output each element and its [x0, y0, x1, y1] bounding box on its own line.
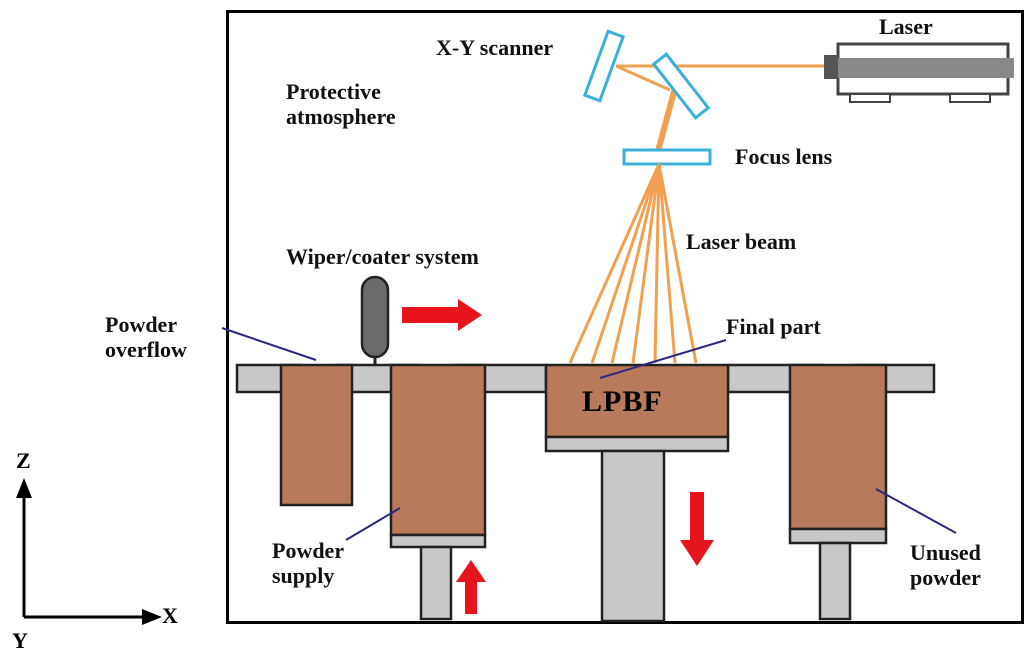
- unused-line1: Unused: [910, 540, 981, 565]
- powder-supply-chamber: [389, 363, 487, 621]
- pointer-lines: [221, 327, 957, 541]
- lpbf-part-text: LPBF: [582, 385, 663, 418]
- axis-triad: [16, 478, 162, 625]
- build-chamber: [226, 10, 1024, 624]
- laser-label: Laser: [879, 14, 933, 39]
- x-axis-label: X: [162, 603, 178, 628]
- protective-atmosphere-label: Protective atmosphere: [286, 79, 396, 130]
- overflow-line1: Powder: [105, 312, 178, 337]
- xy-scanner-label: X-Y scanner: [436, 35, 554, 60]
- arrow-right-icon: [402, 299, 482, 331]
- laser-beam-label: Laser beam: [686, 229, 797, 254]
- y-axis-label: Y: [12, 628, 28, 653]
- arrow-up-icon: [456, 560, 486, 614]
- unused-powder-label: Unused powder: [910, 540, 981, 591]
- build-platform: [544, 363, 730, 623]
- unused-line2: powder: [910, 565, 981, 591]
- protective-line1: Protective: [286, 79, 381, 104]
- arrow-down-icon: [680, 492, 714, 566]
- powder-overflow-label: Powder overflow: [105, 312, 187, 363]
- focus-lens-label: Focus lens: [735, 144, 833, 169]
- z-axis-label: Z: [16, 448, 31, 473]
- wiper-coater-icon: [360, 275, 390, 364]
- laser-path: [615, 64, 824, 156]
- unused-powder-chamber: [788, 363, 888, 621]
- laser-icon: [824, 42, 1014, 103]
- supply-line2: supply: [272, 563, 335, 589]
- laser-beam-fan: [568, 163, 698, 364]
- powder-supply-label: Powder supply: [272, 538, 344, 589]
- supply-line1: Powder: [272, 538, 345, 563]
- protective-line2: atmosphere: [286, 104, 396, 130]
- wiper-coater-label: Wiper/coater system: [286, 244, 479, 269]
- final-part-label: Final part: [726, 314, 821, 339]
- focus-lens-icon: [622, 148, 712, 166]
- overflow-line2: overflow: [105, 337, 187, 363]
- movement-arrows: [402, 299, 714, 614]
- powder-overflow-bin: [279, 363, 354, 507]
- xy-scanner-mirrors-icon: [582, 29, 711, 120]
